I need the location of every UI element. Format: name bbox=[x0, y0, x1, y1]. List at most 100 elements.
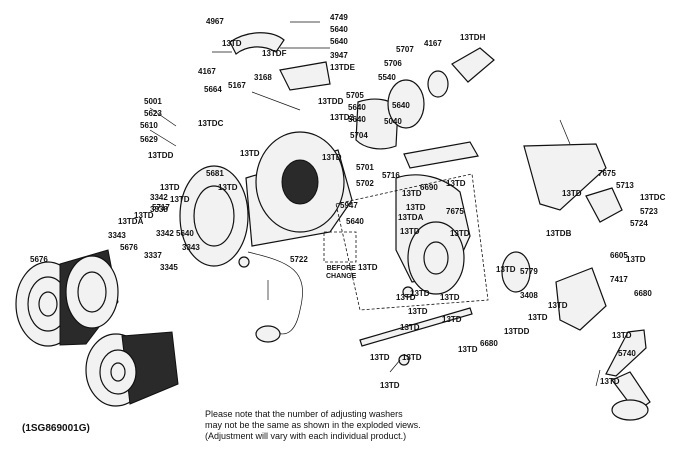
bail-wire bbox=[247, 251, 303, 335]
line-roller bbox=[238, 256, 250, 268]
part-code-label: 3345 bbox=[160, 263, 178, 272]
part-code-label: 5640 bbox=[330, 25, 348, 34]
part-code-label: 6680 bbox=[634, 289, 652, 298]
part-code-label: 5713 bbox=[616, 181, 634, 190]
part-code-label: 7675 bbox=[446, 207, 464, 216]
part-code-label: 5716 bbox=[382, 171, 400, 180]
part-code-label: 5640 bbox=[346, 217, 364, 226]
part-code-label: 3337 bbox=[144, 251, 162, 260]
bail-arm bbox=[229, 32, 285, 55]
part-code-label: 3343 bbox=[108, 231, 126, 240]
part-code-label: 5640 bbox=[330, 37, 348, 46]
part-code-label: 5701 bbox=[356, 163, 374, 172]
spool-front bbox=[15, 249, 119, 347]
part-code-label: 3343 bbox=[182, 243, 200, 252]
part-code-label: 4167 bbox=[424, 39, 442, 48]
part-code-label: 4967 bbox=[206, 17, 224, 26]
part-code-label: 4167 bbox=[198, 67, 216, 76]
part-code-label: 5740 bbox=[618, 349, 636, 358]
before-change-line-1: BEFORE bbox=[326, 265, 356, 272]
before-change-line-2: CHANGE bbox=[326, 273, 357, 280]
before-change-label: BEFORE CHANGE bbox=[326, 265, 356, 281]
part-code-label: 6690 bbox=[420, 183, 438, 192]
part-code-label: 13TD bbox=[322, 153, 342, 162]
part-code-label: 13TD bbox=[410, 289, 430, 298]
leader-lines bbox=[149, 21, 601, 387]
part-code-label: 5947 bbox=[340, 201, 358, 210]
part-code-label: 5706 bbox=[384, 59, 402, 68]
part-code-label: 13TDB bbox=[546, 229, 572, 238]
part-code-label: 13TDD bbox=[318, 97, 344, 106]
part-code-label: 3168 bbox=[254, 73, 272, 82]
part-code-label: 5705 bbox=[346, 91, 364, 100]
part-code-label: 5723 bbox=[640, 207, 658, 216]
part-code-label: 5779 bbox=[520, 267, 538, 276]
part-code-label: 5040 bbox=[384, 117, 402, 126]
document-code: (1SG869001G) bbox=[22, 423, 90, 434]
part-code-label: 13TD bbox=[400, 323, 420, 332]
part-code-label: 13TD bbox=[396, 293, 416, 302]
part-code-label: 5722 bbox=[290, 255, 308, 264]
part-code-label: 4749 bbox=[330, 13, 348, 22]
part-code-label: 5640 bbox=[176, 229, 194, 238]
part-code-label: 13TD bbox=[222, 39, 242, 48]
part-code-label: 5540 bbox=[378, 73, 396, 82]
part-code-label: 5001 bbox=[144, 97, 162, 106]
adjustment-note: Please note that the number of adjusting… bbox=[205, 409, 421, 442]
part-code-label: 13TD bbox=[408, 307, 428, 316]
part-code-label: 13TD bbox=[562, 189, 582, 198]
part-code-label: 13TDH bbox=[460, 33, 486, 42]
part-code-label: 7417 bbox=[610, 275, 628, 284]
part-code-label: 3342 bbox=[150, 193, 168, 202]
part-code-label: 13TDD bbox=[504, 327, 530, 336]
part-code-label: 5681 bbox=[206, 169, 224, 178]
part-code-label: 13TD bbox=[600, 377, 620, 386]
note-line-3: (Adjustment will vary with each individu… bbox=[205, 431, 407, 441]
part-code-label: 13TD bbox=[446, 179, 466, 188]
main-shaft bbox=[359, 286, 473, 366]
part-code-label: 5724 bbox=[630, 219, 648, 228]
part-code-label: 13TD bbox=[370, 353, 390, 362]
part-code-label: 13TDA bbox=[118, 217, 144, 226]
pinion-group bbox=[355, 47, 495, 150]
part-code-label: 13TD2 bbox=[330, 113, 355, 122]
part-code-label: 5717 bbox=[152, 203, 170, 212]
part-code-label: 5676 bbox=[30, 255, 48, 264]
group-outline-body bbox=[335, 173, 489, 311]
reel-body bbox=[395, 141, 623, 331]
part-code-label: 5640 bbox=[348, 115, 366, 124]
part-code-label: 5707 bbox=[396, 45, 414, 54]
part-code-label: 5640 bbox=[392, 101, 410, 110]
part-code-label: 13TD bbox=[612, 331, 632, 340]
group-outline-change bbox=[323, 231, 357, 263]
part-code-label: 5610 bbox=[140, 121, 158, 130]
part-code-label: 13TD bbox=[406, 203, 426, 212]
part-code-label: 13TD bbox=[160, 183, 180, 192]
part-code-label: 13TD bbox=[240, 149, 260, 158]
part-code-label: 13TD bbox=[380, 381, 400, 390]
part-code-label: 3342 bbox=[156, 229, 174, 238]
part-code-label: 13TDF bbox=[262, 49, 287, 58]
part-code-label: 13TDC bbox=[198, 119, 224, 128]
part-code-label: 13TD bbox=[402, 353, 422, 362]
part-code-label: 13TD bbox=[528, 313, 548, 322]
part-code-label: 5640 bbox=[348, 103, 366, 112]
part-code-label: 3408 bbox=[520, 291, 538, 300]
part-code-label: 13TD bbox=[358, 263, 378, 272]
part-code-label: 6605 bbox=[610, 251, 628, 260]
part-code-label: 3338 bbox=[150, 205, 168, 214]
part-code-label: 5704 bbox=[350, 131, 368, 140]
part-code-label: 5676 bbox=[120, 243, 138, 252]
part-code-label: 13TDC bbox=[640, 193, 666, 202]
part-code-label: 13TD bbox=[218, 183, 238, 192]
bail-holder bbox=[255, 325, 281, 343]
part-code-label: 13TD bbox=[442, 315, 462, 324]
part-code-label: 5629 bbox=[140, 135, 158, 144]
part-code-label: 3947 bbox=[330, 51, 348, 60]
handle bbox=[605, 329, 651, 421]
note-line-2: may not be the same as shown in the expl… bbox=[205, 420, 421, 430]
part-code-label: 13TDD bbox=[148, 151, 174, 160]
